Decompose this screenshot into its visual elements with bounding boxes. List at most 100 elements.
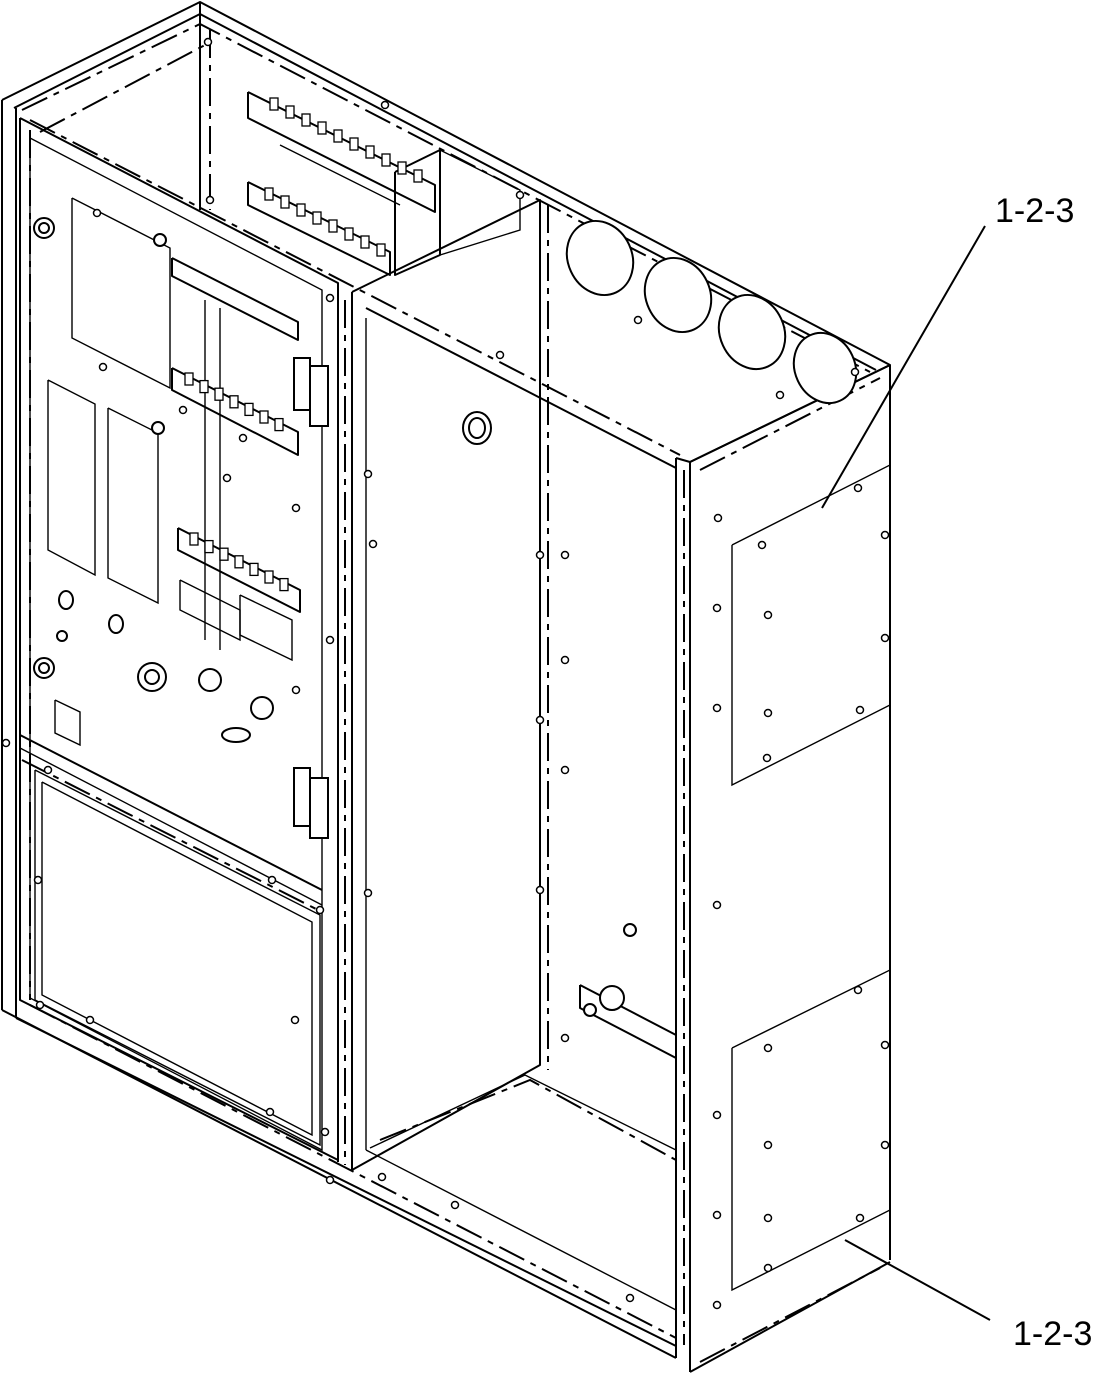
bolt: [775, 390, 785, 400]
bolt: [43, 765, 53, 775]
top-conduit-holes: [565, 220, 858, 405]
bolt: [763, 1043, 773, 1053]
bolt: [712, 603, 722, 613]
bolt: [625, 1293, 635, 1303]
bolt: [855, 1213, 865, 1223]
bolt: [712, 1210, 722, 1220]
tray-slot: [328, 219, 338, 233]
bolt: [238, 433, 248, 443]
door-cutouts: [33, 197, 274, 747]
bolt: [712, 1300, 722, 1310]
bolt: [325, 293, 335, 303]
tray-slot: [333, 129, 343, 143]
bolt: [880, 1040, 890, 1050]
bolt: [203, 37, 213, 47]
bolt: [712, 703, 722, 713]
bolt: [535, 885, 545, 895]
tray-slot: [312, 211, 322, 225]
bolt: [267, 875, 277, 885]
bolt: [560, 1033, 570, 1043]
tray-slot: [214, 387, 224, 401]
bolt: [850, 367, 860, 377]
side-cover-panels: [731, 463, 891, 1292]
bolt: [757, 540, 767, 550]
tray-slot: [259, 410, 269, 424]
callout-label-lower: 1-2-3: [1013, 1315, 1092, 1353]
bolt: [633, 315, 643, 325]
bolt: [855, 705, 865, 715]
bolt: [363, 888, 373, 898]
callout-label-upper: 1-2-3: [995, 192, 1074, 230]
inner-compartment: [369, 200, 677, 1161]
tray-slot: [204, 539, 214, 554]
tray-slot: [244, 402, 254, 417]
tray-slot: [264, 187, 274, 201]
tray-slot: [274, 417, 284, 432]
bolt: [853, 483, 863, 493]
bolt: [880, 530, 890, 540]
bolt: [560, 765, 570, 775]
bolt: [222, 473, 232, 483]
bolt: [178, 405, 188, 415]
bolt: [560, 550, 570, 560]
bolt: [205, 195, 215, 205]
tray-slot: [199, 379, 209, 394]
tray-slot: [397, 161, 407, 175]
bolt: [712, 1110, 722, 1120]
bolt: [713, 513, 723, 523]
bolt: [712, 900, 722, 910]
bolt: [290, 1015, 300, 1025]
bolt: [880, 1140, 890, 1150]
tray-slot: [219, 547, 229, 561]
tray-slot: [344, 227, 354, 241]
bolt: [535, 715, 545, 725]
bolt: [763, 1263, 773, 1273]
left-door-panel: [19, 117, 339, 1161]
bolt: [763, 708, 773, 718]
tray-slot: [376, 243, 386, 257]
bolt: [363, 469, 373, 479]
tray-slot: [269, 97, 279, 111]
bolt: [325, 635, 335, 645]
bolt: [35, 1000, 45, 1010]
tray-slots-rear: [264, 97, 423, 257]
tray-slot: [189, 532, 199, 546]
bolt: [320, 1127, 330, 1137]
bolt: [315, 905, 325, 915]
bolt: [33, 875, 43, 885]
tray-slot: [317, 121, 327, 135]
bolt: [98, 362, 108, 372]
frame-dashed-rails: [21, 22, 881, 1363]
tray-slot: [280, 195, 290, 209]
fastener-bolts: [1, 37, 890, 1310]
bolt: [450, 1200, 460, 1210]
bolt: [853, 985, 863, 995]
door-hinges: [293, 357, 329, 839]
bolt: [291, 685, 301, 695]
tray-slot: [279, 577, 289, 592]
bolt: [560, 655, 570, 665]
bolt: [515, 190, 525, 200]
tray-slot: [249, 562, 259, 577]
tray-slot: [229, 395, 239, 409]
bolt: [880, 633, 890, 643]
bolt: [380, 100, 390, 110]
bolt: [763, 1140, 773, 1150]
tray-slot: [349, 137, 359, 151]
tray-slot: [264, 570, 274, 584]
bolt: [368, 539, 378, 549]
bolt: [85, 1015, 95, 1025]
rear-cable-trays: [247, 91, 521, 276]
tray-slot: [413, 169, 423, 183]
tray-slots-left: [184, 372, 289, 592]
bolt: [325, 1175, 335, 1185]
bolt: [265, 1107, 275, 1117]
tray-slot: [360, 235, 370, 249]
cabinet-outer-frame: [1, 1, 891, 1373]
tray-slot: [365, 145, 375, 159]
tray-slot: [296, 203, 306, 217]
bolt: [1, 738, 11, 748]
bolt: [377, 1172, 387, 1182]
tray-slot: [234, 555, 244, 569]
